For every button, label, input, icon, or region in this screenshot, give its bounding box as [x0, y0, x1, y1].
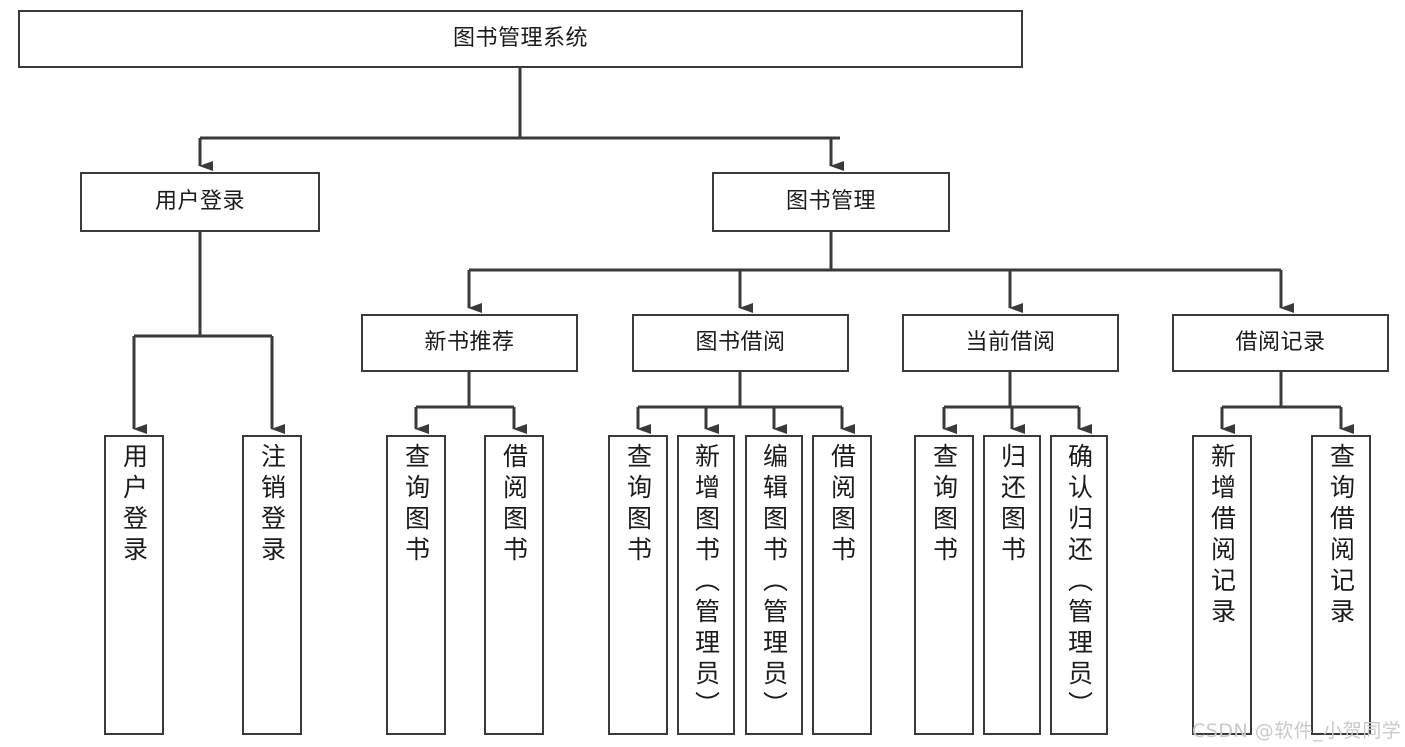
edges-currentborrow-to-leaves — [942, 372, 1092, 434]
node-new-book-recommend-label: 新书推荐 — [424, 329, 515, 355]
node-leaf-query-book-2-label: 查询图书 — [623, 443, 653, 567]
csdn-watermark: CSDN @软件_小贺同学 — [1192, 720, 1402, 742]
node-leaf-confirm-return-admin[interactable]: 确认归还（管理员） — [1050, 435, 1108, 735]
node-leaf-borrow-book-1-label: 借阅图书 — [499, 443, 529, 567]
node-leaf-user-logout-label: 注销登录 — [257, 443, 287, 567]
node-current-borrow[interactable]: 当前借阅 — [902, 314, 1119, 372]
node-book-borrow[interactable]: 图书借阅 — [632, 314, 849, 372]
node-leaf-add-book-admin-label: 新增图书（管理员） — [691, 443, 721, 722]
node-user-login[interactable]: 用户登录 — [80, 172, 320, 232]
node-leaf-query-book-1[interactable]: 查询图书 — [386, 435, 446, 735]
node-leaf-query-book-3-label: 查询图书 — [929, 443, 959, 567]
node-leaf-borrow-book-2-label: 借阅图书 — [827, 443, 857, 567]
node-leaf-user-login-label: 用户登录 — [119, 443, 149, 567]
node-root[interactable]: 图书管理系统 — [18, 10, 1023, 68]
node-book-borrow-label: 图书借阅 — [695, 329, 786, 355]
node-root-label: 图书管理系统 — [452, 25, 588, 51]
node-leaf-user-login[interactable]: 用户登录 — [104, 435, 164, 735]
node-leaf-add-book-admin[interactable]: 新增图书（管理员） — [677, 435, 735, 735]
node-borrow-record-label: 借阅记录 — [1235, 329, 1326, 355]
edges-borrowrecord-to-leaves — [1220, 372, 1354, 434]
node-current-borrow-label: 当前借阅 — [965, 329, 1056, 355]
edges-newbook-to-leaves — [414, 372, 527, 434]
node-leaf-query-book-2[interactable]: 查询图书 — [608, 435, 668, 735]
node-borrow-record[interactable]: 借阅记录 — [1172, 314, 1389, 372]
node-leaf-return-book-label: 归还图书 — [997, 443, 1027, 567]
node-leaf-query-borrow-record-label: 查询借阅记录 — [1326, 443, 1356, 629]
node-book-manage-label: 图书管理 — [785, 188, 876, 214]
edges-bookborrow-to-leaves — [636, 372, 855, 434]
node-leaf-query-book-3[interactable]: 查询图书 — [914, 435, 974, 735]
node-leaf-borrow-book-1[interactable]: 借阅图书 — [484, 435, 544, 735]
node-new-book-recommend[interactable]: 新书推荐 — [361, 314, 578, 372]
edges-root-to-level2 — [198, 68, 844, 171]
node-leaf-borrow-book-2[interactable]: 借阅图书 — [812, 435, 872, 735]
node-leaf-add-borrow-record[interactable]: 新增借阅记录 — [1192, 435, 1252, 735]
edges-bookmanage-to-level3 — [467, 232, 1294, 313]
node-leaf-confirm-return-admin-label: 确认归还（管理员） — [1064, 443, 1094, 722]
node-leaf-user-logout[interactable]: 注销登录 — [242, 435, 302, 735]
edges-userlogin-to-leaves — [132, 232, 285, 434]
node-leaf-query-book-1-label: 查询图书 — [401, 443, 431, 567]
node-leaf-query-borrow-record[interactable]: 查询借阅记录 — [1311, 435, 1371, 735]
node-leaf-return-book[interactable]: 归还图书 — [983, 435, 1041, 735]
node-leaf-add-borrow-record-label: 新增借阅记录 — [1207, 443, 1237, 629]
node-leaf-edit-book-admin[interactable]: 编辑图书（管理员） — [745, 435, 803, 735]
node-user-login-label: 用户登录 — [154, 188, 245, 214]
node-book-manage[interactable]: 图书管理 — [712, 172, 950, 232]
node-leaf-edit-book-admin-label: 编辑图书（管理员） — [759, 443, 789, 722]
